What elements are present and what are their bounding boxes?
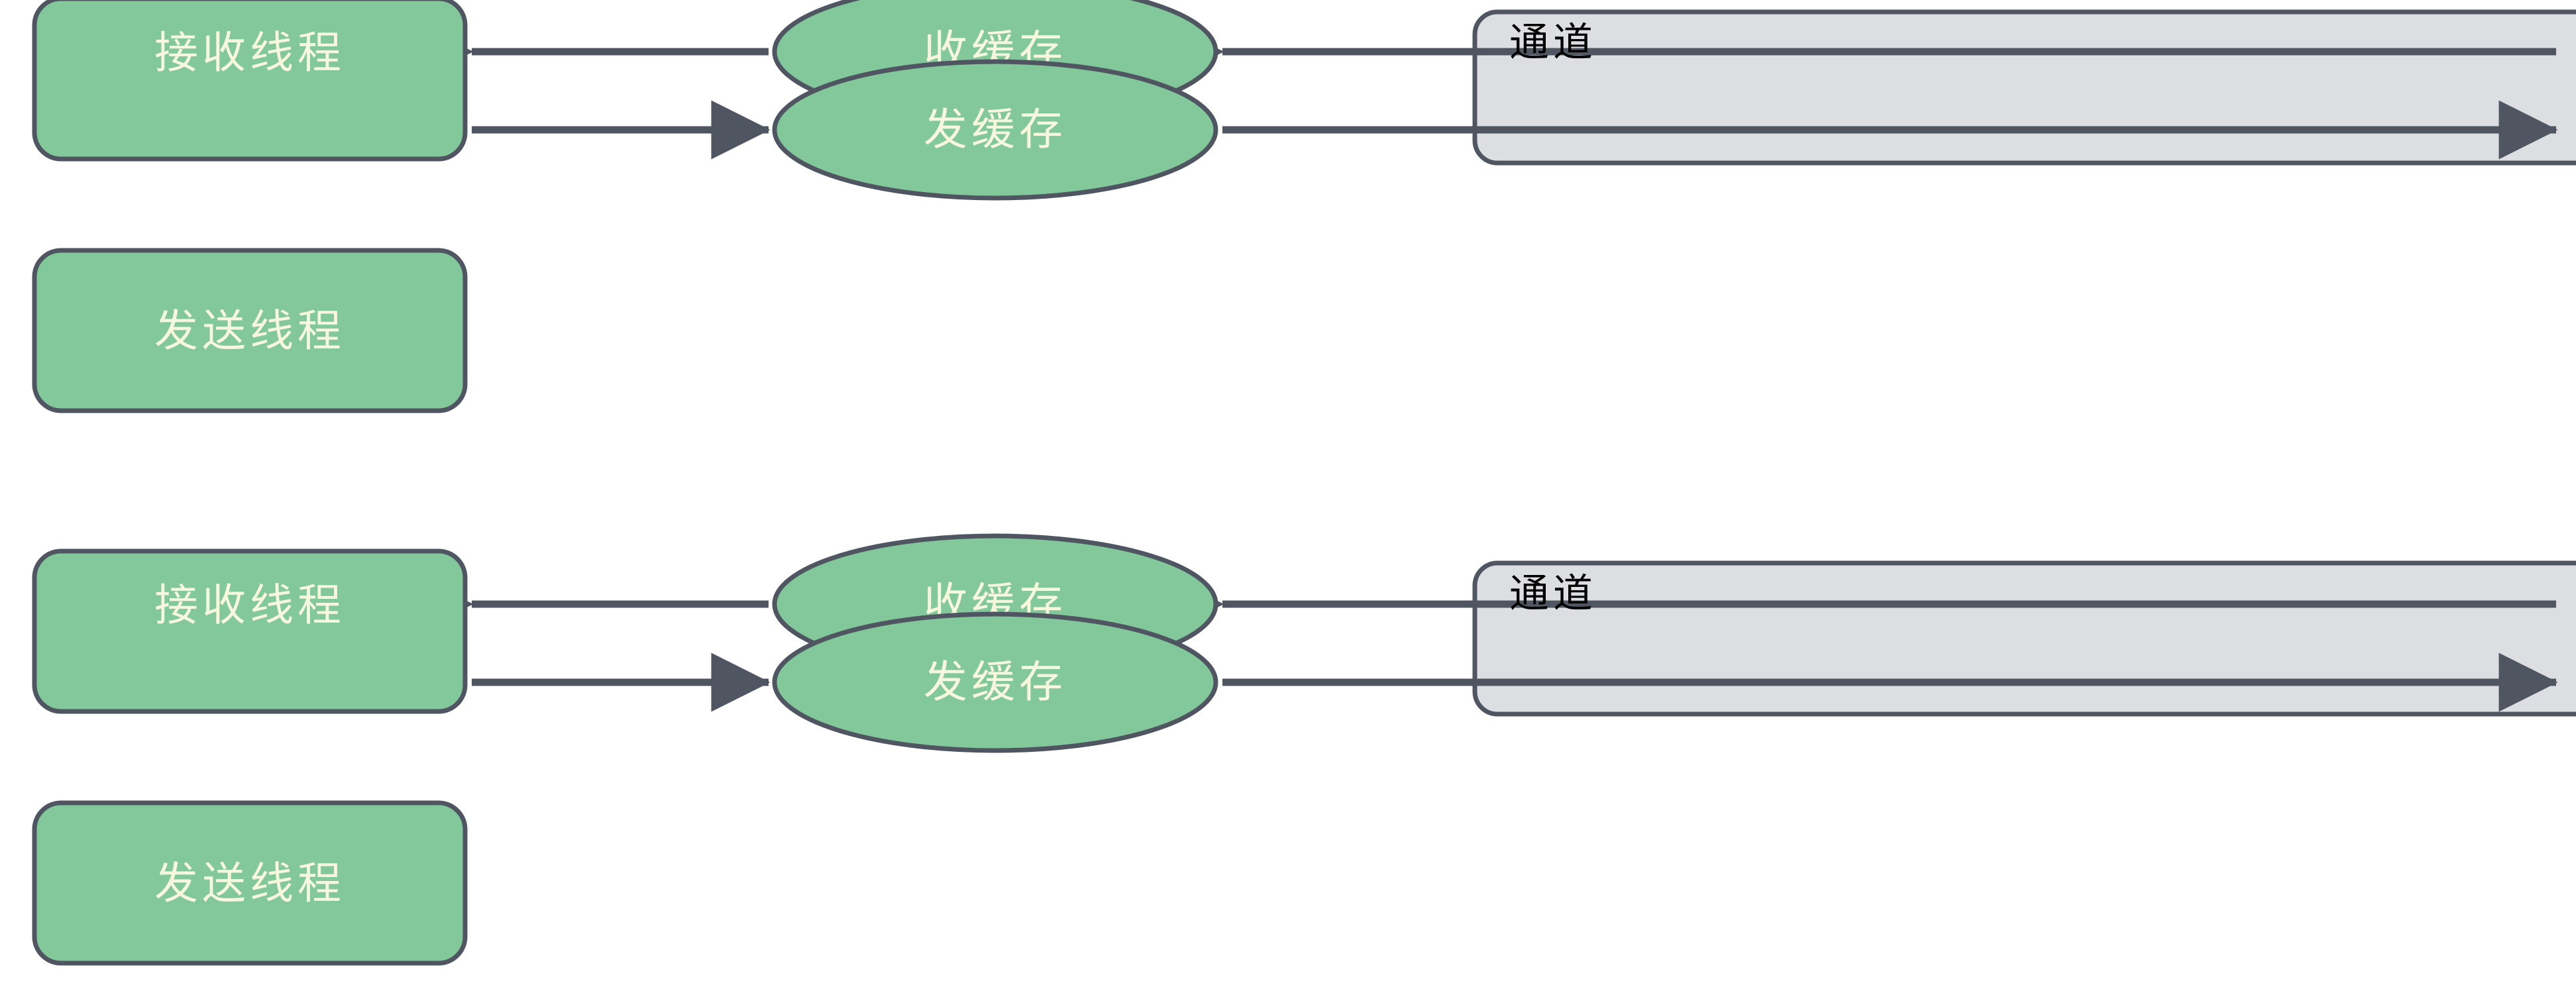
group-bottom: 收缓存 接收线程 发送线程 发缓存 通道 — [32, 533, 2576, 966]
channel-box-top — [1472, 9, 2576, 166]
recv-thread-label-top: 接收线程 — [154, 27, 345, 78]
send-thread-label-bottom: 发送线程 — [154, 858, 345, 909]
send-buffer-label-top: 发缓存 — [924, 104, 1067, 155]
send-thread-label-top: 发送线程 — [154, 305, 345, 356]
channel-label-bottom: 通道 — [1509, 571, 1597, 617]
send-buffer-label-bottom: 发缓存 — [924, 656, 1067, 707]
channel-label-top: 通道 — [1509, 20, 1597, 66]
send-thread-box-top[interactable] — [32, 248, 468, 413]
send-buffer-ellipse-top[interactable] — [772, 59, 1218, 201]
recv-thread-label-bottom: 接收线程 — [154, 580, 345, 631]
recv-thread-box-bottom[interactable] — [32, 548, 468, 714]
send-thread-box-bottom[interactable] — [32, 800, 468, 966]
send-buffer-ellipse-bottom[interactable] — [772, 611, 1218, 753]
recv-thread-box-top[interactable] — [32, 0, 468, 162]
group-top: 收缓存 接收线程 发送线程 发缓存 通道 — [32, 0, 2576, 413]
channel-box-bottom — [1472, 560, 2576, 717]
